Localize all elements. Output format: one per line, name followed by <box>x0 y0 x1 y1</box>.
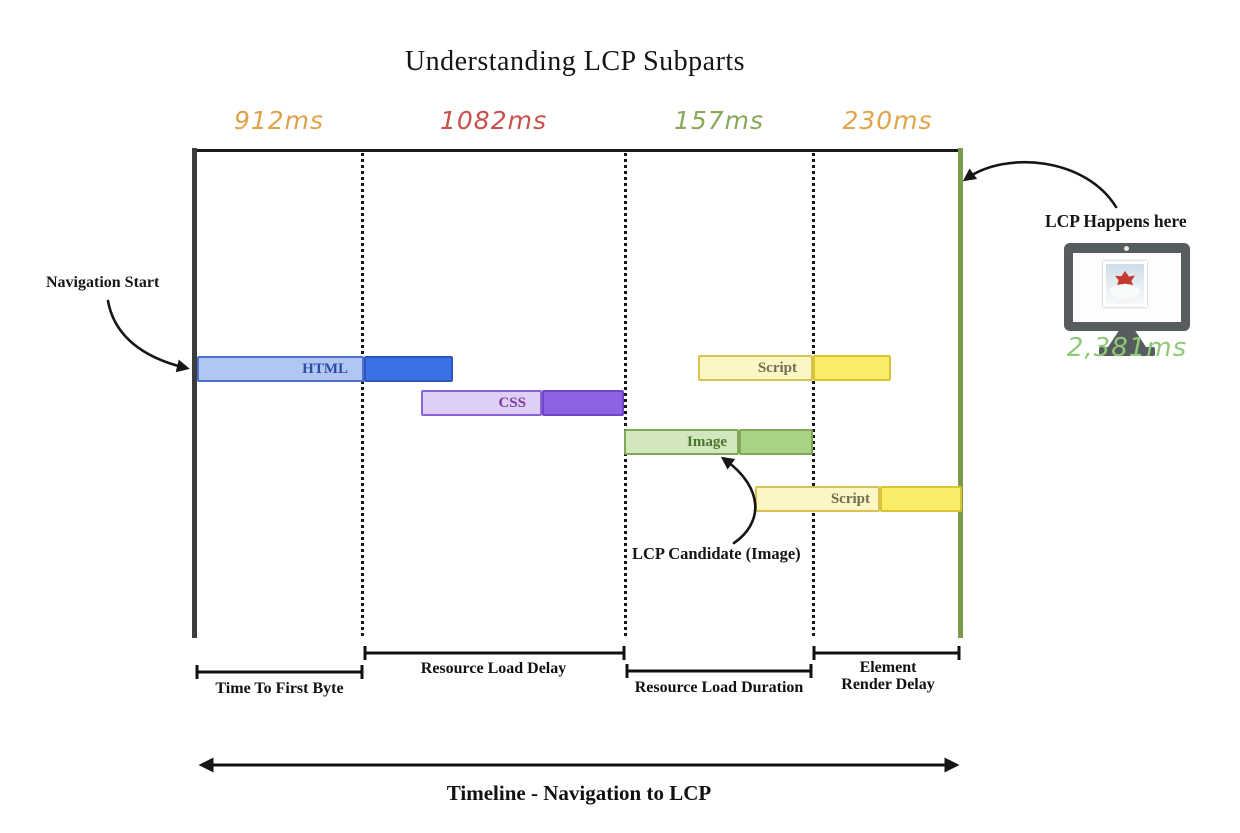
monitor-icon <box>1064 243 1190 331</box>
page-title: Understanding LCP Subparts <box>404 46 746 77</box>
css-bar-label: CSS <box>498 394 526 411</box>
script1-bar-label: Script <box>757 359 797 376</box>
monitor-camera-dot <box>1124 246 1129 251</box>
lcp-total-time: 2,381ms <box>1066 333 1188 363</box>
script2-bar-dark-segment <box>880 486 962 512</box>
monitor-stand-neck <box>1108 331 1146 347</box>
bracket-label-element-line2: Render Delay <box>841 676 935 693</box>
bracket-label-ttfb: Time To First Byte <box>215 680 344 697</box>
lcp-candidate-annotation: LCP Candidate (Image) <box>632 544 801 563</box>
monitor-stand-base <box>1099 347 1155 356</box>
navigation-start-arrow <box>106 299 190 373</box>
lcp-happens-annotation: LCP Happens here <box>1045 211 1187 231</box>
bracket-element-render-delay <box>812 646 961 660</box>
script2-bar-label: Script <box>830 490 870 507</box>
script1-bar-light-segment: Script <box>698 355 813 381</box>
html-bar-light-segment: HTML <box>197 356 364 382</box>
image-bar-light-segment: Image <box>624 429 739 455</box>
lcp-image-thumbnail <box>1103 261 1147 307</box>
resource-bar-html: HTML <box>197 356 453 382</box>
monitor-screen <box>1073 253 1181 322</box>
bracket-ttfb <box>195 665 364 679</box>
resource-bar-script-2: Script <box>755 486 962 512</box>
html-bar-dark-segment <box>364 356 453 382</box>
lcp-happens-arrow <box>962 160 1118 209</box>
resource-bar-script-1: Script <box>698 355 891 381</box>
duration-label-element-render-delay: 230ms <box>842 106 933 135</box>
bracket-label-element-line1: Element <box>859 659 917 676</box>
script1-bar-dark-segment <box>813 355 891 381</box>
html-bar-label: HTML <box>302 360 348 377</box>
navigation-start-line <box>192 148 197 638</box>
divider-load-duration-end <box>812 153 815 636</box>
lcp-candidate-arrow <box>720 456 757 545</box>
duration-label-ttfb: 912ms <box>233 106 325 135</box>
bracket-label-resource-load-delay: Resource Load Delay <box>420 660 567 677</box>
css-bar-dark-segment <box>542 390 624 416</box>
lcp-image-sky <box>1106 264 1144 304</box>
timeline-top-line <box>192 149 963 152</box>
divider-ttfb-end <box>361 153 364 636</box>
bracket-label-element-render-delay: Element Render Delay <box>813 659 963 693</box>
resource-bar-css: CSS <box>421 390 624 416</box>
bracket-resource-load-duration <box>625 664 813 678</box>
divider-load-delay-end <box>624 153 627 636</box>
css-bar-light-segment: CSS <box>421 390 542 416</box>
duration-label-resource-load-duration: 157ms <box>673 106 765 135</box>
bracket-resource-load-delay <box>363 646 626 660</box>
navigation-start-annotation: Navigation Start <box>46 274 160 291</box>
resource-bar-image: Image <box>624 429 813 455</box>
script2-bar-light-segment: Script <box>755 486 880 512</box>
image-bar-dark-segment <box>739 429 813 455</box>
lcp-image-cloud <box>1110 284 1140 298</box>
duration-label-resource-load-delay: 1082ms <box>439 106 547 135</box>
lcp-moment-line <box>958 148 963 638</box>
bracket-label-resource-load-duration: Resource Load Duration <box>634 679 804 696</box>
image-bar-label: Image <box>687 433 727 450</box>
timeline-axis-label: Timeline - Navigation to LCP <box>446 781 712 805</box>
